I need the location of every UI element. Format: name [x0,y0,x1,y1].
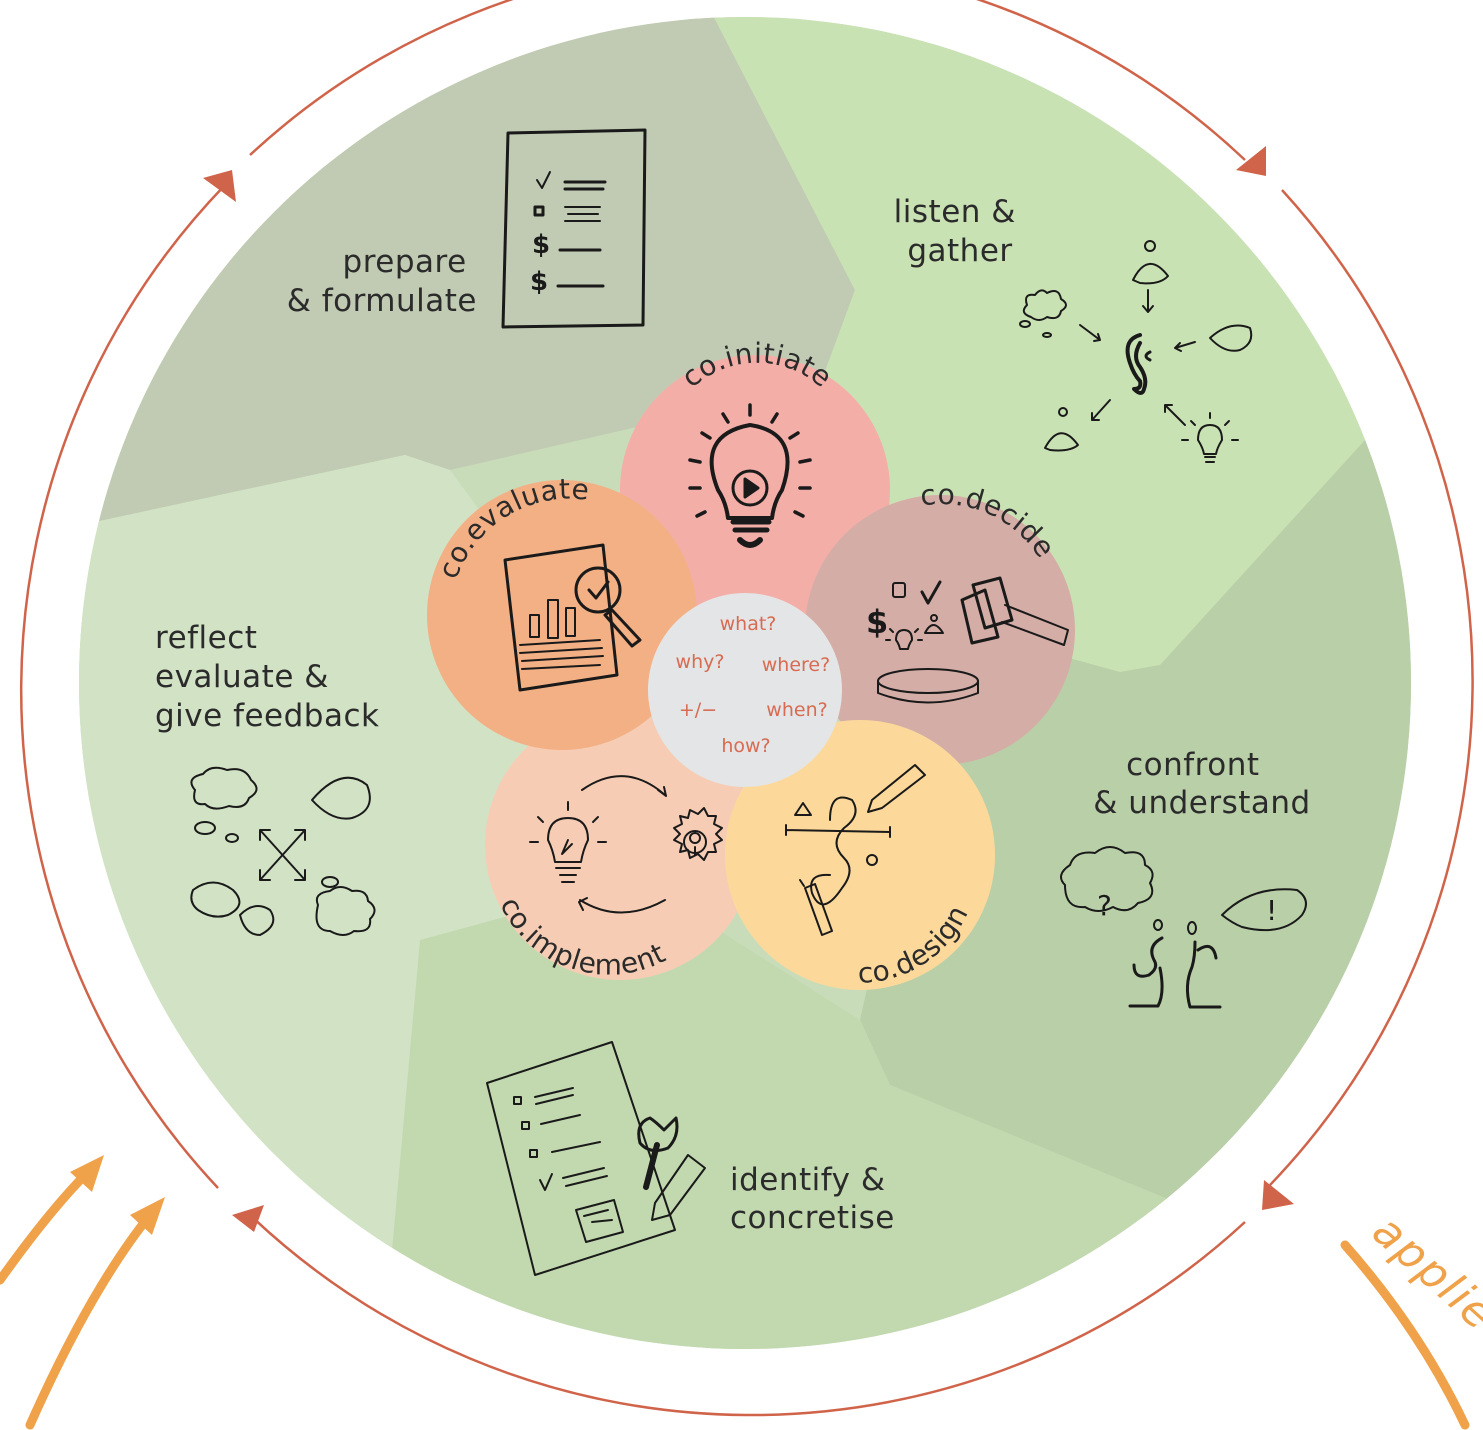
question-list: what? why? where? +/− when? how? [676,613,831,757]
arrow-icon [130,1197,165,1235]
design-pen-icon [785,764,926,936]
svg-text:?: ? [1097,889,1112,922]
arrow-icon [1262,1180,1294,1210]
arrow-icon [232,1205,264,1232]
stage-flower [427,355,1075,990]
gavel-icon: $ [866,576,1069,704]
cycle-ring [19,0,1474,1417]
svg-text:$: $ [530,267,548,297]
question-plus-minus: +/− [679,699,717,721]
phase-label-confront: confront & understand [1093,747,1310,821]
checklist-icon: $ $ [501,128,647,329]
question-when: when? [766,699,827,721]
applied-label: applied o [1363,1205,1483,1391]
center-questions [648,593,842,787]
tools-checklist-icon [486,1041,706,1276]
feedback-bubbles-icon [190,766,376,936]
question-how: how? [721,735,770,757]
svg-text:$: $ [866,603,888,641]
phase-label-listen: listen & gather [894,194,1027,269]
phase-label-identify: identify & concretise [730,1162,896,1236]
lightbulb-play-icon [688,403,812,548]
phase-label-reflect: reflect evaluate & give feedback [155,620,379,734]
applied-arrowheads [70,1155,165,1235]
cycle-gear-icon [529,775,723,914]
stage-design [725,720,995,990]
question-what: what? [720,613,777,635]
question-where: where? [762,654,830,676]
ear-icon [1019,240,1253,463]
svg-text:$: $ [532,230,550,260]
arrow-icon [1236,146,1266,176]
phase-label-prepare: prepare & formulate [287,244,477,319]
cycle-arrowheads [203,146,1294,1232]
stage-evaluate [427,480,697,750]
report-magnifier-icon [503,543,642,692]
arrow-icon [70,1155,104,1192]
dialogue-icon: ? ! [1060,846,1307,1009]
question-why: why? [676,651,725,673]
stage-implement [485,710,755,980]
svg-text:!: ! [1266,894,1277,927]
arrow-icon [203,170,236,202]
applied-arrows [0,1167,1470,1430]
segment-identify [380,880,1180,1349]
